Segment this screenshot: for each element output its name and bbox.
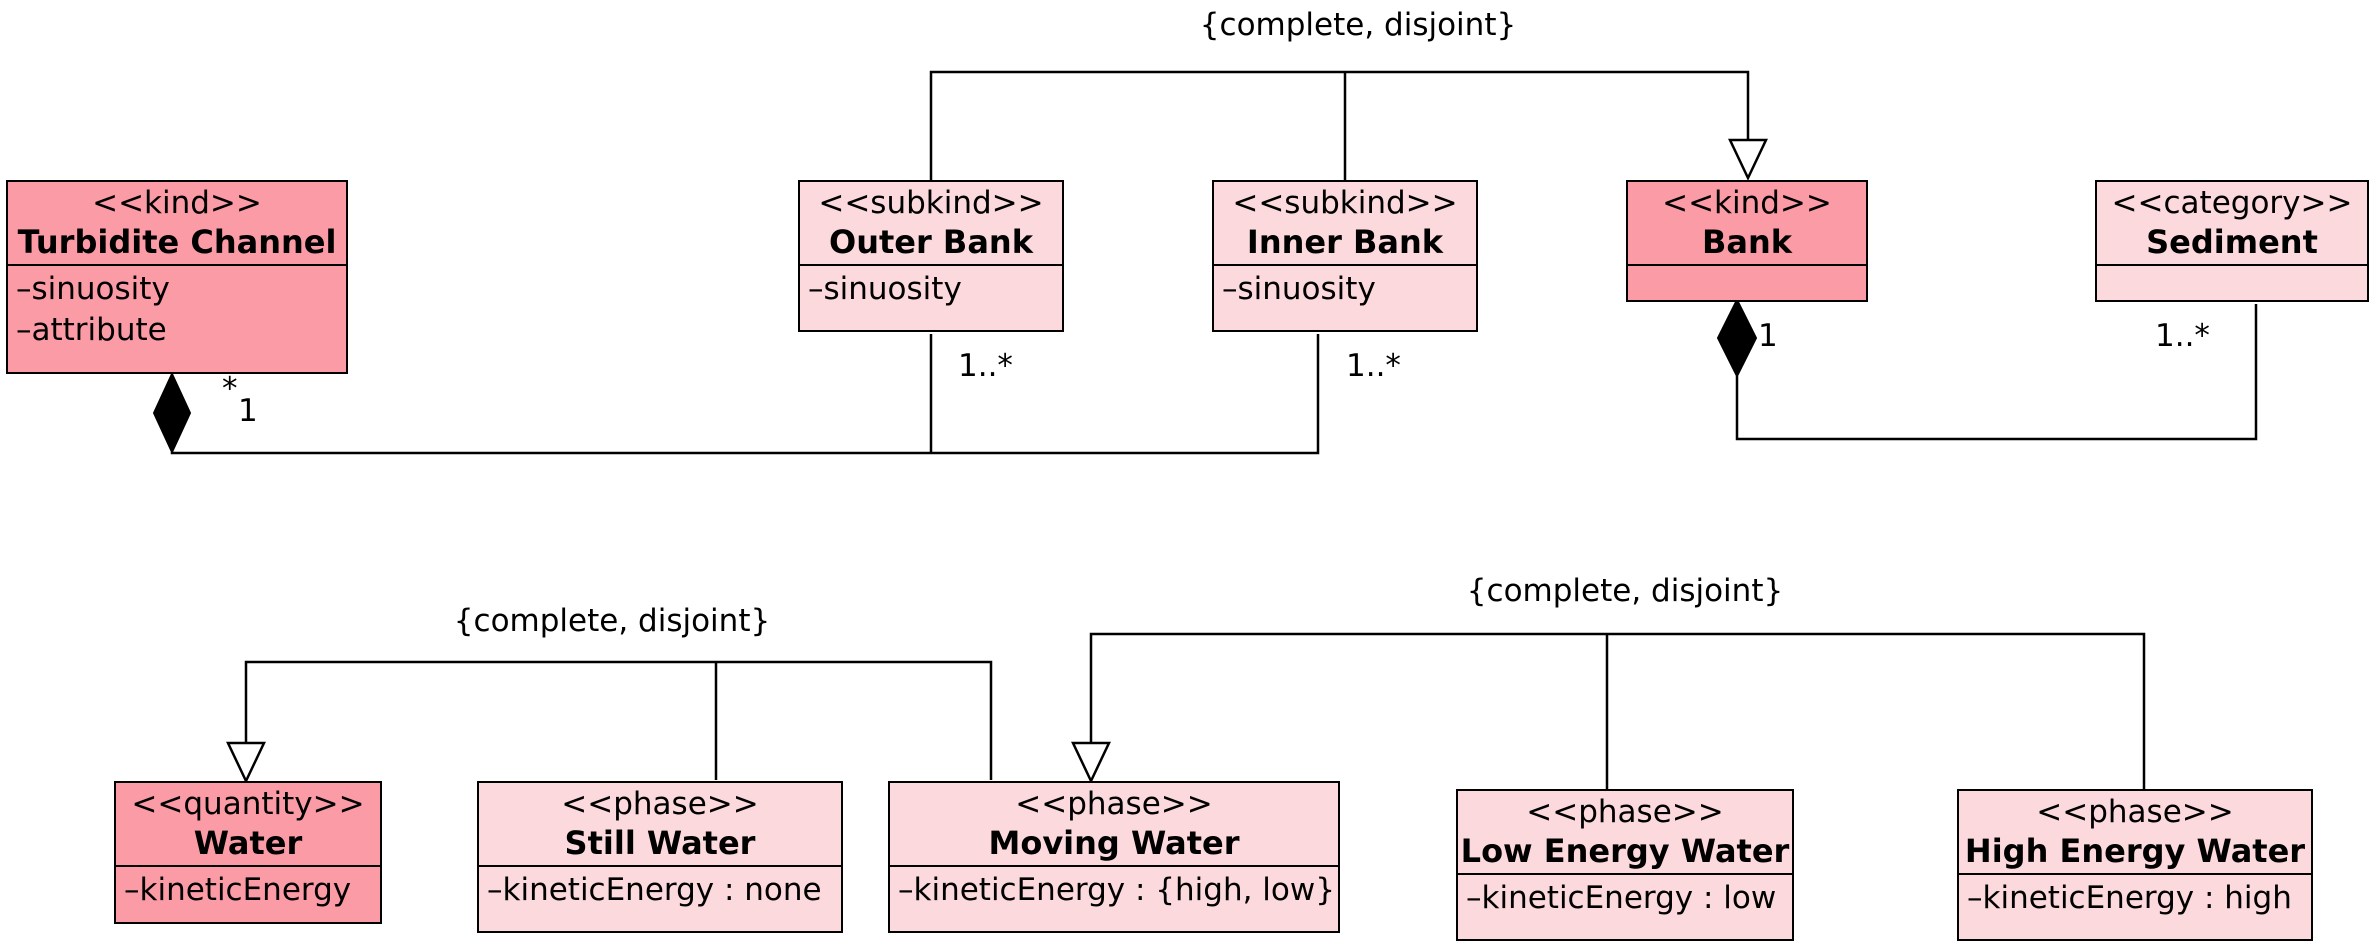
class-header: <<quantity>> Water (116, 783, 380, 867)
composition-diamond-bank (1716, 297, 1758, 379)
class-header: <<phase>> Moving Water (890, 783, 1338, 867)
attribute-item: –sinuosity (1222, 271, 1376, 307)
class-water[interactable]: <<quantity>> Water –kineticEnergy (114, 781, 382, 924)
class-header: <<kind>> Turbidite Channel (8, 182, 346, 266)
class-header: <<phase>> Still Water (479, 783, 841, 867)
generalization-arrowhead-bank (1728, 138, 1768, 181)
attribute-compartment: –sinuosity (1214, 266, 1476, 310)
class-name: Low Energy Water (1460, 832, 1790, 870)
attribute-item: –kineticEnergy : low (1466, 880, 1777, 916)
class-inner-bank[interactable]: <<subkind>> Inner Bank –sinuosity (1212, 180, 1478, 332)
attribute-item: –sinuosity (808, 271, 962, 307)
attribute-compartment: –kineticEnergy : {high, low} (890, 867, 1338, 911)
stereotype-label: <<subkind>> (1232, 185, 1458, 221)
class-name: Bank (1701, 223, 1793, 261)
attribute-compartment: –sinuosity (800, 266, 1062, 310)
attribute-compartment: –kineticEnergy : none (479, 867, 841, 911)
class-name: Inner Bank (1246, 223, 1444, 261)
class-name: Sediment (2146, 223, 2318, 261)
class-name: Still Water (564, 824, 756, 862)
attribute-compartment: –kineticEnergy (116, 867, 380, 911)
attribute-compartment: –kineticEnergy : low (1458, 875, 1792, 919)
class-name: Moving Water (988, 824, 1240, 862)
generalization-line-water (244, 660, 993, 780)
class-bank[interactable]: <<kind>> Bank (1626, 180, 1868, 302)
stereotype-label: <<quantity>> (131, 786, 365, 822)
class-header: <<subkind>> Inner Bank (1214, 182, 1476, 266)
generalization-line-outer-bank (929, 70, 1750, 180)
stereotype-label: <<phase>> (2036, 794, 2234, 830)
multiplicity-bank-whole: 1 (1758, 318, 1778, 354)
stereotype-label: <<phase>> (561, 786, 759, 822)
class-sediment[interactable]: <<category>> Sediment (2095, 180, 2369, 302)
attribute-compartment: –kineticEnergy : high (1959, 875, 2311, 919)
generalization-arrowhead-water (226, 741, 266, 784)
stereotype-label: <<phase>> (1526, 794, 1724, 830)
multiplicity-inner-bank: 1..* (1346, 348, 1401, 384)
generalization-set-label-moving-water: {complete, disjoint} (1466, 573, 1784, 609)
attribute-compartment (2097, 266, 2367, 269)
multiplicity-sediment: 1..* (2155, 318, 2210, 354)
attribute-item: –kineticEnergy : {high, low} (898, 872, 1335, 908)
generalization-line-moving-water (1089, 632, 2146, 789)
class-name: High Energy Water (1964, 832, 2306, 870)
attribute-item: –attribute (16, 312, 167, 348)
attribute-compartment: –sinuosity –attribute (8, 266, 346, 351)
class-still-water[interactable]: <<phase>> Still Water –kineticEnergy : n… (477, 781, 843, 933)
stereotype-label: <<kind>> (92, 185, 262, 221)
class-name: Outer Bank (829, 223, 1033, 261)
attribute-item: –sinuosity (16, 271, 170, 307)
multiplicity-channel-whole: 1 (238, 393, 258, 429)
composition-diamond-channel (152, 371, 192, 455)
class-header: <<subkind>> Outer Bank (800, 182, 1062, 266)
stereotype-label: <<kind>> (1662, 185, 1832, 221)
stereotype-label: <<subkind>> (818, 185, 1044, 221)
attribute-compartment (1628, 266, 1866, 269)
composition-line-bank-sediment (1735, 304, 2258, 441)
class-low-energy-water[interactable]: <<phase>> Low Energy Water –kineticEnerg… (1456, 789, 1794, 941)
class-high-energy-water[interactable]: <<phase>> High Energy Water –kineticEner… (1957, 789, 2313, 941)
class-name: Water (193, 824, 303, 862)
class-header: <<phase>> High Energy Water (1959, 791, 2311, 875)
class-moving-water[interactable]: <<phase>> Moving Water –kineticEnergy : … (888, 781, 1340, 933)
class-header: <<phase>> Low Energy Water (1458, 791, 1792, 875)
generalization-set-label-water: {complete, disjoint} (453, 603, 771, 639)
attribute-item: –kineticEnergy : high (1967, 880, 2292, 916)
generalization-set-label-bank: {complete, disjoint} (1199, 7, 1517, 43)
class-name: Turbidite Channel (17, 223, 337, 261)
class-outer-bank[interactable]: <<subkind>> Outer Bank –sinuosity (798, 180, 1064, 332)
stereotype-label: <<category>> (2111, 185, 2353, 221)
stereotype-label: <<phase>> (1015, 786, 1213, 822)
generalization-arrowhead-moving-water (1071, 741, 1111, 784)
attribute-item: –kineticEnergy : none (487, 872, 822, 908)
class-header: <<category>> Sediment (2097, 182, 2367, 266)
multiplicity-channel-part: * (222, 371, 238, 407)
class-header: <<kind>> Bank (1628, 182, 1866, 266)
attribute-item: –kineticEnergy (124, 872, 352, 908)
multiplicity-outer-bank: 1..* (958, 348, 1013, 384)
class-turbidite-channel[interactable]: <<kind>> Turbidite Channel –sinuosity –a… (6, 180, 348, 374)
